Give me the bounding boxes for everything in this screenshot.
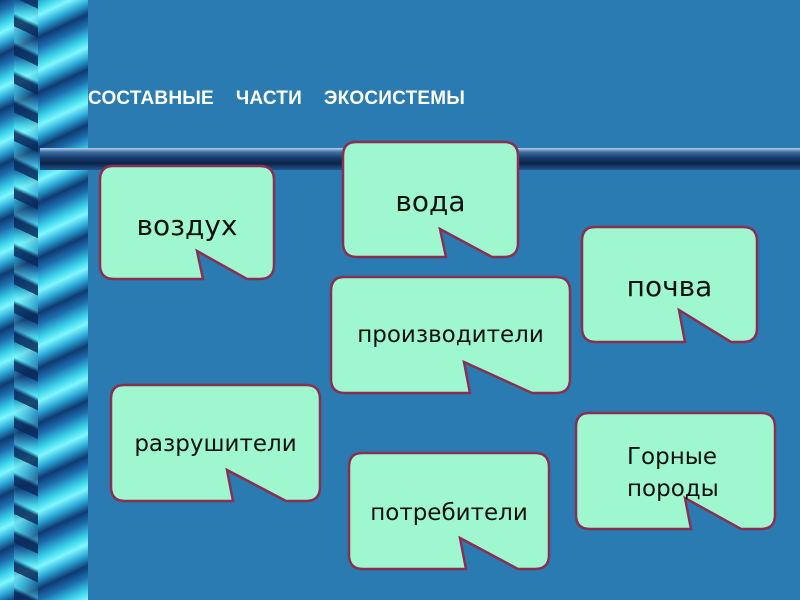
card-soil: почва — [581, 226, 758, 343]
card-label-line2: породы — [627, 476, 719, 502]
card-air: воздух — [99, 165, 275, 281]
card-label: разрушители — [110, 431, 321, 457]
card-label: производители — [330, 322, 571, 348]
card-consumers: потребители — [348, 452, 550, 570]
slide-title: СОСТАВНЫЕ ЧАСТИ ЭКОСИСТЕМЫ — [88, 88, 608, 112]
card-label: почва — [581, 270, 758, 303]
card-label: вода — [342, 185, 519, 218]
card-label-line1: Горные — [627, 444, 717, 470]
card-label: воздух — [99, 209, 275, 242]
card-rocks: Горные породы — [575, 412, 776, 530]
card-water: вода — [342, 141, 519, 258]
callout-shape — [575, 412, 776, 530]
card-producers: производители — [330, 276, 571, 394]
card-decomposers: разрушители — [110, 384, 321, 502]
decorative-ribbon — [0, 0, 88, 600]
card-label: потребители — [348, 500, 550, 526]
